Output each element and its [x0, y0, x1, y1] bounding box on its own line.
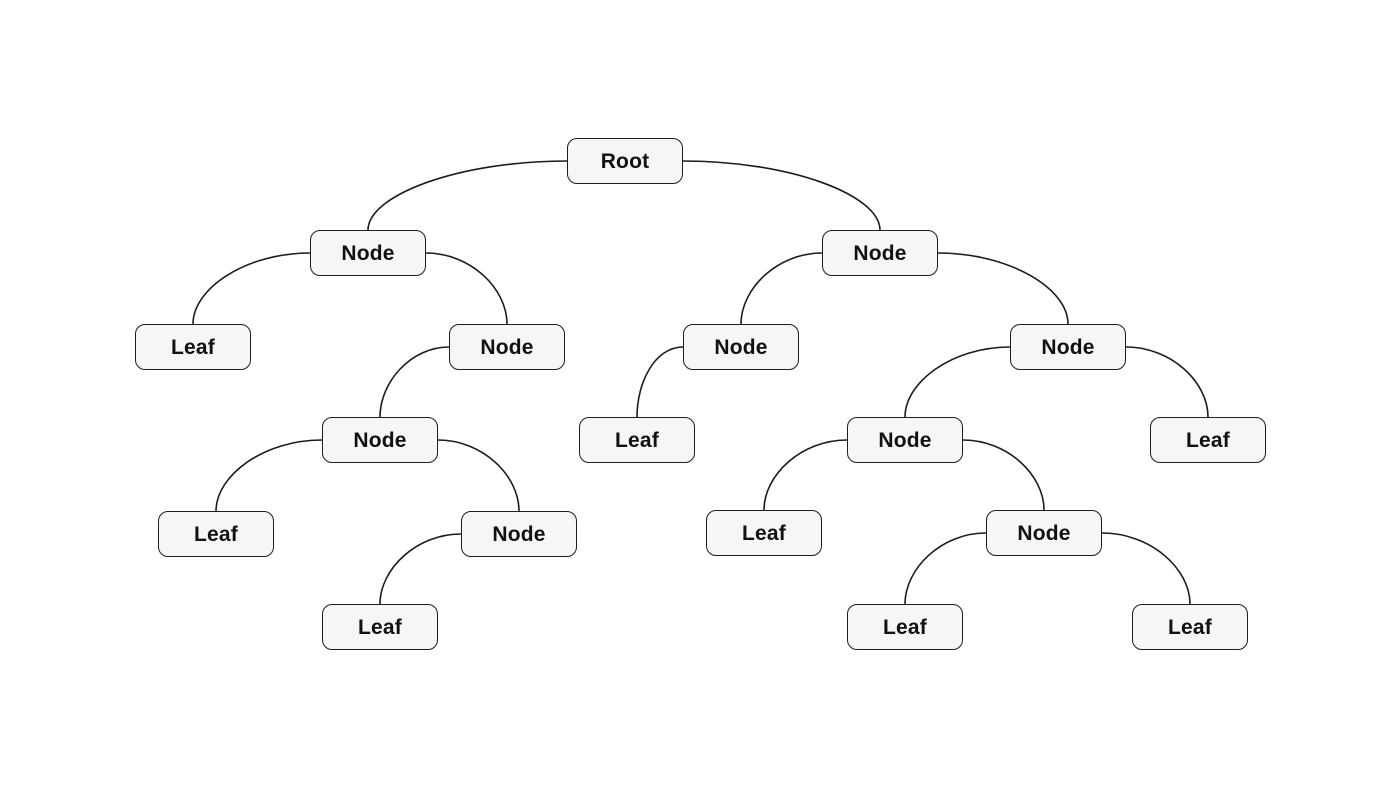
tree-edge-n-rr-to-n-rrl — [904, 346, 1011, 418]
tree-node-label: Node — [853, 241, 907, 265]
tree-node-n-rl: Node — [683, 324, 799, 370]
tree-node-label: Leaf — [194, 522, 238, 546]
tree-node-leaf-rrlrl: Leaf — [847, 604, 963, 650]
tree-node-label: Node — [714, 335, 768, 359]
tree-edge-n-rrl-to-n-rrlr — [962, 439, 1045, 511]
tree-node-leaf-rrr: Leaf — [1150, 417, 1266, 463]
tree-edge-n-l-to-leaf-ll — [192, 252, 311, 325]
tree-node-label: Leaf — [171, 335, 215, 359]
tree-node-leaf-ll: Leaf — [135, 324, 251, 370]
tree-node-n-lrl: Node — [322, 417, 438, 463]
tree-node-leaf-rrlrr: Leaf — [1132, 604, 1248, 650]
tree-edge-n-rrlr-to-leaf-rrlrl — [904, 532, 987, 605]
tree-node-label: Leaf — [358, 615, 402, 639]
tree-edge-n-lr-to-n-lrl — [379, 346, 450, 418]
tree-node-label: Leaf — [1186, 428, 1230, 452]
tree-node-label: Leaf — [1168, 615, 1212, 639]
tree-node-n-r: Node — [822, 230, 938, 276]
tree-node-n-rrl: Node — [847, 417, 963, 463]
tree-node-label: Root — [600, 149, 650, 173]
tree-node-label: Leaf — [742, 521, 786, 545]
tree-node-leaf-rll: Leaf — [579, 417, 695, 463]
tree-node-root: Root — [567, 138, 683, 184]
tree-node-label: Node — [1017, 521, 1071, 545]
tree-node-label: Node — [878, 428, 932, 452]
tree-edge-n-l-to-n-lr — [425, 252, 508, 325]
tree-edge-n-rr-to-leaf-rrr — [1125, 346, 1209, 418]
tree-node-n-rr: Node — [1010, 324, 1126, 370]
tree-edge-root-to-n-l — [367, 160, 568, 231]
tree-node-label: Leaf — [883, 615, 927, 639]
tree-edge-n-r-to-n-rr — [937, 252, 1069, 325]
tree-edge-root-to-n-r — [682, 160, 881, 231]
tree-node-label: Node — [1041, 335, 1095, 359]
tree-edge-n-rl-to-leaf-rll — [636, 346, 684, 418]
tree-edge-n-lrl-to-n-lrlr — [437, 439, 520, 512]
tree-node-label: Node — [353, 428, 407, 452]
tree-node-n-l: Node — [310, 230, 426, 276]
tree-node-label: Node — [492, 522, 546, 546]
tree-node-label: Node — [341, 241, 395, 265]
tree-edge-n-lrl-to-leaf-lrll — [215, 439, 323, 512]
tree-edge-n-rrlr-to-leaf-rrlrr — [1101, 532, 1191, 605]
tree-edge-n-lrlr-to-leaf-lrlrl — [379, 533, 462, 605]
tree-node-leaf-lrll: Leaf — [158, 511, 274, 557]
tree-node-n-lr: Node — [449, 324, 565, 370]
tree-node-n-rrlr: Node — [986, 510, 1102, 556]
tree-node-leaf-rrll: Leaf — [706, 510, 822, 556]
tree-node-leaf-lrlrl: Leaf — [322, 604, 438, 650]
tree-edge-n-rrl-to-leaf-rrll — [763, 439, 848, 511]
tree-node-n-lrlr: Node — [461, 511, 577, 557]
tree-node-label: Leaf — [615, 428, 659, 452]
tree-node-label: Node — [480, 335, 534, 359]
tree-edge-n-r-to-n-rl — [740, 252, 823, 325]
